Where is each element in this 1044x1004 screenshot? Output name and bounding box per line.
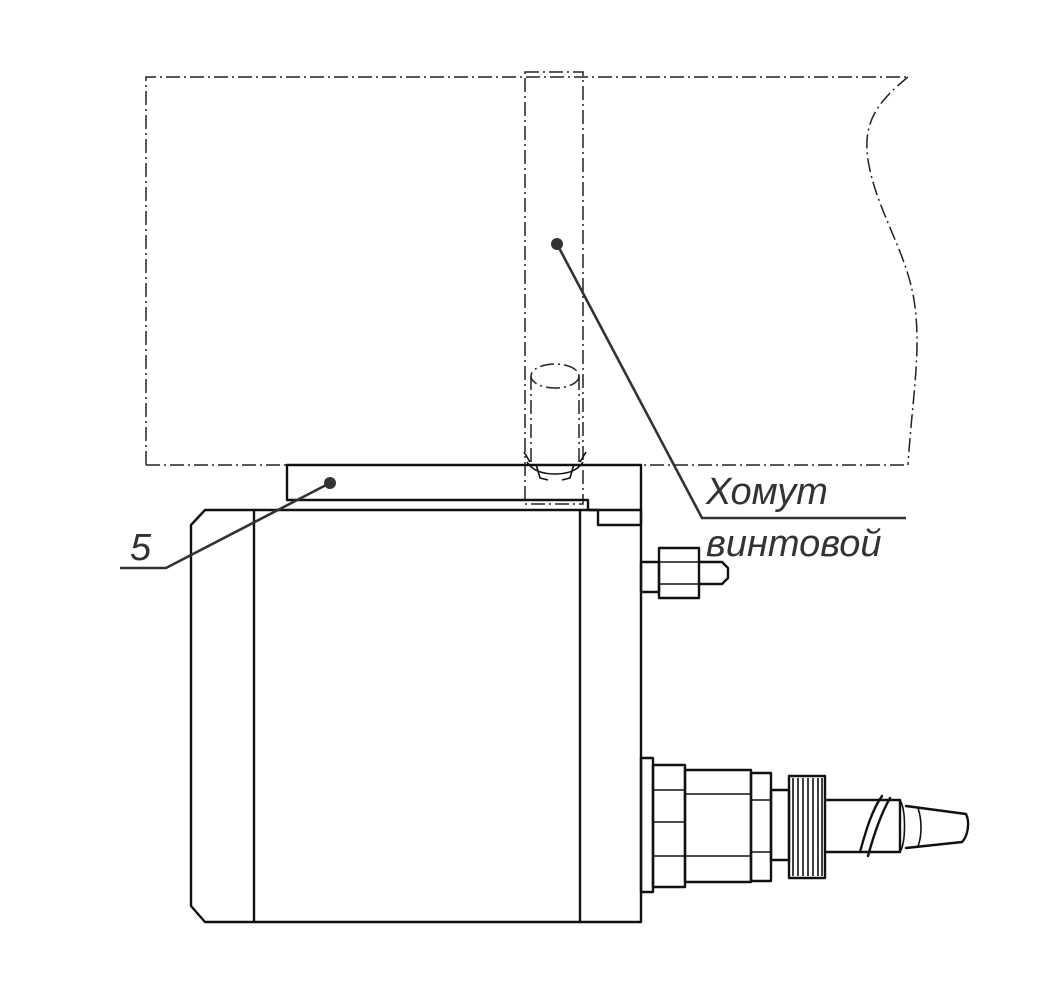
callout-5-label: 5 [130, 527, 152, 569]
bracket [285, 463, 643, 527]
cable-gland [639, 756, 970, 894]
callout-clamp-label-line1: Хомут [705, 471, 828, 513]
screw-clamp [523, 71, 587, 505]
callout-clamp-label-line2: винтовой [706, 523, 882, 565]
callout-5: 5 [120, 477, 336, 570]
callout-clamp: Хомут винтовой [551, 238, 906, 565]
housing [189, 508, 643, 924]
pipe-outline [145, 76, 918, 466]
upper-fitting [639, 546, 730, 600]
